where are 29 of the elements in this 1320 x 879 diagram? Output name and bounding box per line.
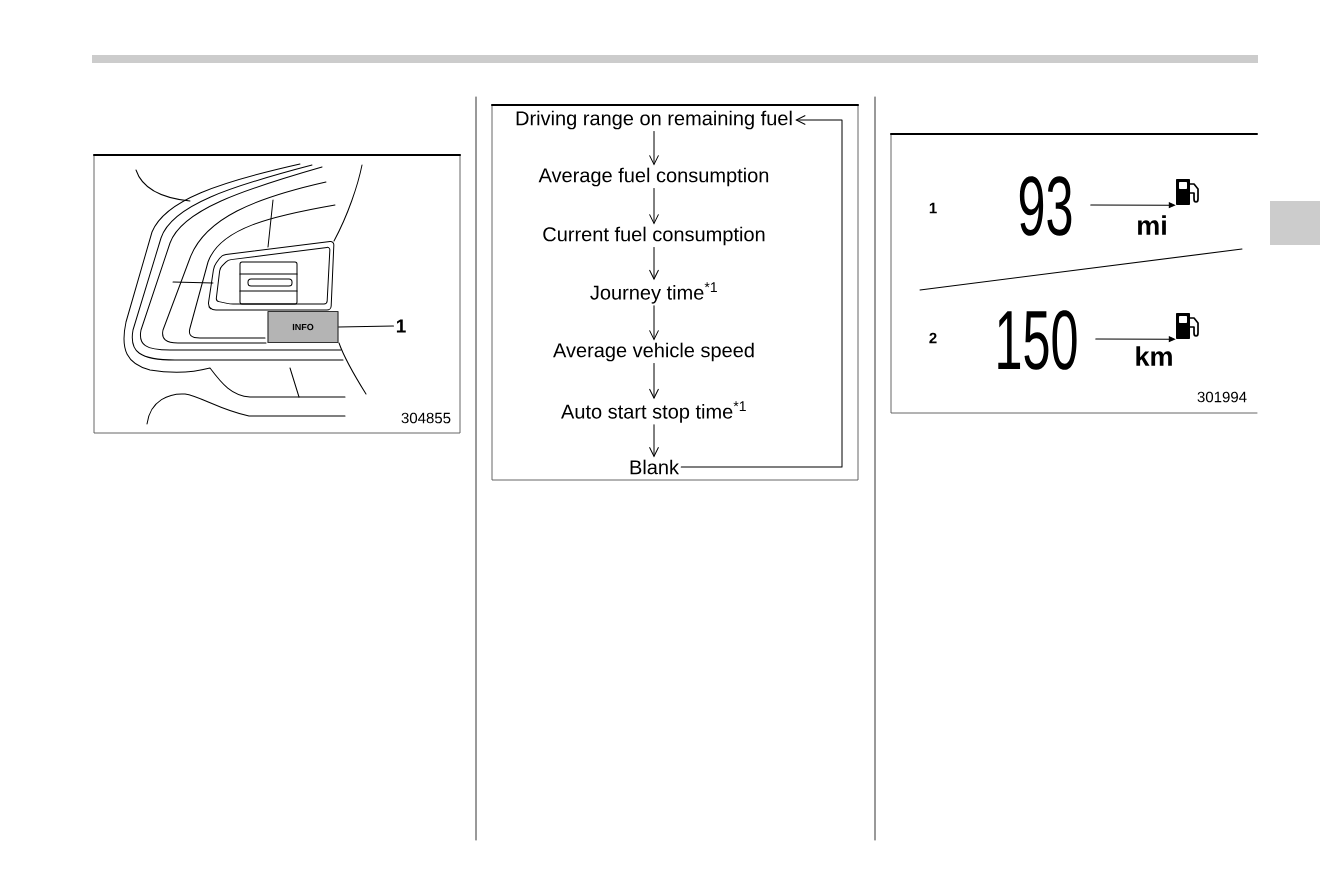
info-button: INFO xyxy=(267,310,339,344)
range-arrow xyxy=(1095,336,1176,343)
row-number: 1 xyxy=(929,202,937,214)
range-readout: 150 xyxy=(998,310,1077,370)
fuel-pump-icon xyxy=(1176,313,1199,339)
flow-arrow xyxy=(649,305,659,340)
flow-arrow xyxy=(649,188,659,224)
step-label: Auto start stop time$^{*1}$ xyxy=(561,401,746,423)
unit-label: km xyxy=(1136,346,1172,366)
figure-number: 301994 xyxy=(1197,391,1247,403)
flow-arrow xyxy=(649,424,659,457)
leader-line xyxy=(338,325,394,328)
range-arrow xyxy=(1090,202,1176,209)
step-label: Journey time$^{*1}$ xyxy=(590,282,717,304)
row-number: 2 xyxy=(929,332,937,344)
unit-label: mi xyxy=(1138,215,1166,235)
step-label: Current fuel consumption xyxy=(543,226,765,246)
range-readout: 93 xyxy=(1019,176,1072,236)
step-label: Average vehicle speed xyxy=(553,342,754,362)
fuel-pump-icon xyxy=(1176,179,1199,205)
step-label: Average fuel consumption xyxy=(538,167,769,187)
flow-arrow xyxy=(649,131,659,165)
return-arrow xyxy=(680,115,843,468)
flow-arrow xyxy=(649,247,659,280)
figure-number: 304855 xyxy=(401,412,451,424)
callout-number: 1 xyxy=(396,319,406,333)
step-label: Blank xyxy=(630,459,680,475)
flow-arrow xyxy=(649,363,659,399)
step-label: Driving range on remaining fuel xyxy=(516,110,792,130)
